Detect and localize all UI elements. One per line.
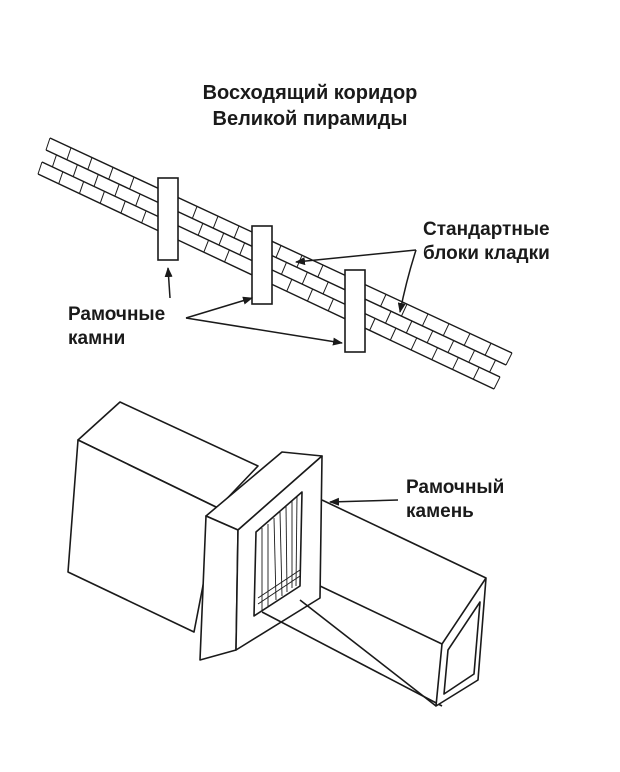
brick-joint	[120, 200, 126, 214]
brick-joint	[389, 327, 397, 341]
brick-joint	[66, 147, 72, 160]
brick-joint	[369, 318, 376, 331]
brick-joint	[431, 347, 438, 360]
brick-joint	[203, 239, 210, 253]
label-standard-blocks-line-2: блоки кладки	[423, 243, 550, 264]
label-standard-blocks: Стандартные блоки кладки	[423, 218, 550, 266]
brick-joint	[72, 164, 78, 177]
brick-joint	[93, 174, 99, 187]
bottom-arrow	[329, 497, 399, 506]
label-frame-stones: Рамочные камни	[68, 303, 165, 351]
brick-joint	[87, 157, 93, 170]
brick-joint	[327, 298, 334, 312]
brick-joint	[212, 215, 219, 229]
brick-joint	[45, 137, 51, 151]
frame-stone-3	[344, 269, 366, 353]
brick-joint	[426, 330, 434, 344]
brick-joint	[218, 232, 225, 246]
brick-joint	[468, 350, 476, 363]
brick-joint	[452, 357, 459, 370]
brick-joint	[410, 337, 418, 351]
brick-joint	[306, 288, 314, 302]
frame-stone-3d	[199, 451, 323, 661]
brick-joint	[141, 210, 147, 224]
brick-joint	[108, 167, 114, 180]
brick-joints	[37, 137, 513, 390]
brick-joint	[421, 313, 429, 327]
title-line-2: Великой пирамиды	[212, 108, 408, 130]
brick-joint	[484, 343, 492, 356]
brick-joint	[317, 264, 324, 278]
brick-joint	[135, 193, 141, 207]
label-frame-stones-line-1: Рамочные	[68, 304, 166, 325]
corridor-end-inner	[443, 601, 481, 695]
frame-opening	[253, 491, 303, 617]
title-line-1: Восходящий коридор	[202, 82, 418, 104]
frame-stone-side-face	[199, 515, 239, 661]
brick-joint	[224, 249, 230, 263]
label-standard-blocks-line-1: Стандартные	[423, 219, 550, 240]
brick-joint	[472, 367, 480, 380]
label-frame-stone: Рамочный камень	[406, 476, 504, 524]
brick-joint	[280, 262, 287, 275]
brick-joint	[191, 206, 198, 219]
brick-joint	[401, 303, 408, 317]
opening-hatching	[257, 495, 301, 610]
brick-joint	[129, 176, 135, 190]
diagram-title: Восходящий коридор Великой пирамиды	[0, 80, 620, 132]
brick-joint	[322, 281, 329, 295]
corridor-back-side	[67, 439, 219, 633]
frame-stones-top	[157, 177, 366, 353]
top-arrows	[164, 249, 417, 346]
brick-joint	[493, 376, 501, 390]
label-frame-stone-line-2: камень	[406, 501, 474, 522]
brick-joint	[275, 245, 282, 258]
brick-joint	[51, 154, 57, 168]
brick-joint	[489, 359, 496, 373]
brick-joint	[78, 181, 85, 194]
brick-joint	[99, 191, 105, 204]
brick-joint	[197, 223, 204, 236]
label-frame-stone-line-1: Рамочный	[406, 477, 505, 498]
frame-stone-1	[157, 177, 179, 261]
brick-joint	[463, 333, 471, 346]
brick-joint	[58, 171, 64, 184]
brick-joint	[233, 225, 240, 239]
brick-joint	[286, 279, 293, 292]
corridor-3d-front	[261, 499, 487, 707]
label-frame-stones-line-2: камни	[68, 328, 126, 349]
brick-joint	[442, 323, 450, 336]
frame-stone-2	[251, 225, 273, 305]
brick-joint	[37, 161, 43, 175]
brick-joint	[505, 352, 513, 366]
brick-joint	[114, 184, 120, 197]
brick-joint	[447, 340, 455, 353]
brick-joint	[405, 320, 413, 334]
brick-joint	[301, 271, 308, 285]
brick-joint	[380, 294, 387, 307]
brick-joint	[385, 311, 392, 324]
brick-joint	[239, 242, 246, 256]
